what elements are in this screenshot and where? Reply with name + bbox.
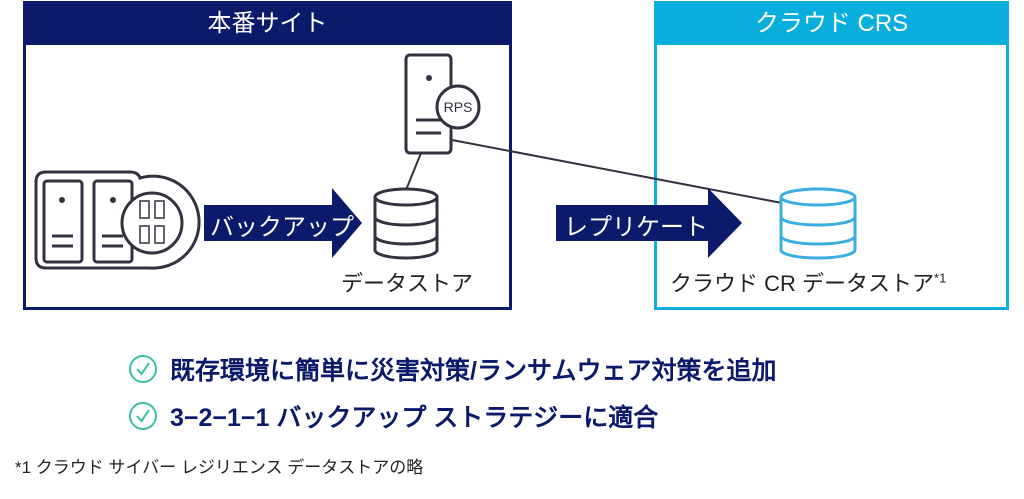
footnote-marker: *1 [934,270,947,286]
benefit-item: 3−2−1−1 バックアップ ストラテジーに適合 [128,398,658,434]
cloud-datastore-label-wrap: クラウド CR データストア*1 [670,266,946,298]
datastore-icon [373,187,439,260]
datastore-label: データストア [341,271,474,296]
benefit-text: 3−2−1−1 バックアップ ストラテジーに適合 [170,404,659,432]
backup-arrow-label: バックアップ [210,214,354,241]
cloud-crs-panel: クラウド CRS [654,1,1009,310]
replicate-arrow [556,188,742,258]
production-site-panel: 本番サイト [23,1,512,310]
footnote: *1 クラウド サイバー レジリエンス データストアの略 [15,458,424,477]
benefit-text: 既存環境に簡単に災害対策/ランサムウェア対策を追加 [170,357,777,385]
benefit-item: 既存環境に簡単に災害対策/ランサムウェア対策を追加 [128,351,776,387]
rps-to-datastore-line [405,152,422,191]
cloud-crs-title: クラウド CRS [657,4,1006,45]
cloud-datastore-label: クラウド CR データストア [670,271,935,296]
replicate-arrow-label: レプリケート [564,214,708,241]
protected-servers-icon [34,170,201,270]
rps-server-icon [404,53,481,155]
production-site-title: 本番サイト [26,4,509,45]
rps-label: RPS [444,99,473,115]
check-circle-icon [129,355,157,383]
check-circle-icon [129,402,157,430]
diagram-graphics: RPS [34,53,857,270]
backup-arrow [204,188,362,258]
rps-to-cloud-datastore-line [451,139,783,204]
cloud-datastore-icon [779,187,857,260]
